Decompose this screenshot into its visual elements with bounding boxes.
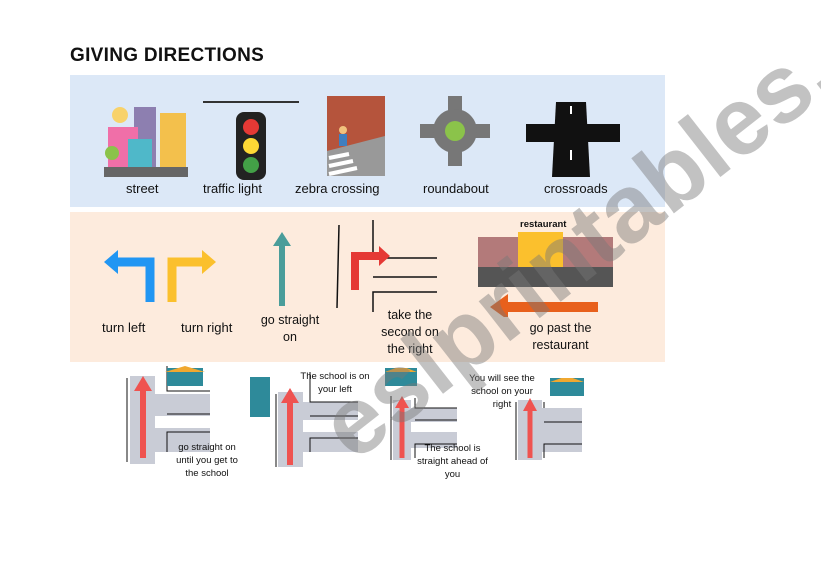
page-title: GIVING DIRECTIONS (70, 45, 265, 66)
label-street: street (126, 181, 159, 196)
restaurant-icon (478, 232, 613, 317)
street-icon (104, 107, 188, 177)
example4-diagram (515, 378, 584, 460)
label-zebra-crossing: zebra crossing (295, 181, 380, 196)
crossroads-icon (526, 102, 620, 177)
example1-diagram (126, 366, 210, 464)
label-crossroads: crossroads (544, 181, 608, 196)
straight-arrow-icon (273, 232, 291, 306)
label-traffic-light: traffic light (203, 181, 263, 196)
restaurant-sign: restaurant (520, 219, 567, 230)
zebra-crossing-icon (327, 96, 385, 176)
label-turn-right: turn right (181, 320, 233, 335)
example2-diagram (250, 372, 358, 467)
roundabout-icon (420, 96, 490, 166)
turn-arrows-icon (104, 250, 216, 302)
example3-diagram (385, 368, 457, 460)
traffic-light-icon (203, 101, 299, 180)
label-roundabout: roundabout (423, 181, 489, 196)
second-right-diagram-icon (336, 220, 437, 312)
label-turn-left: turn left (102, 320, 146, 335)
